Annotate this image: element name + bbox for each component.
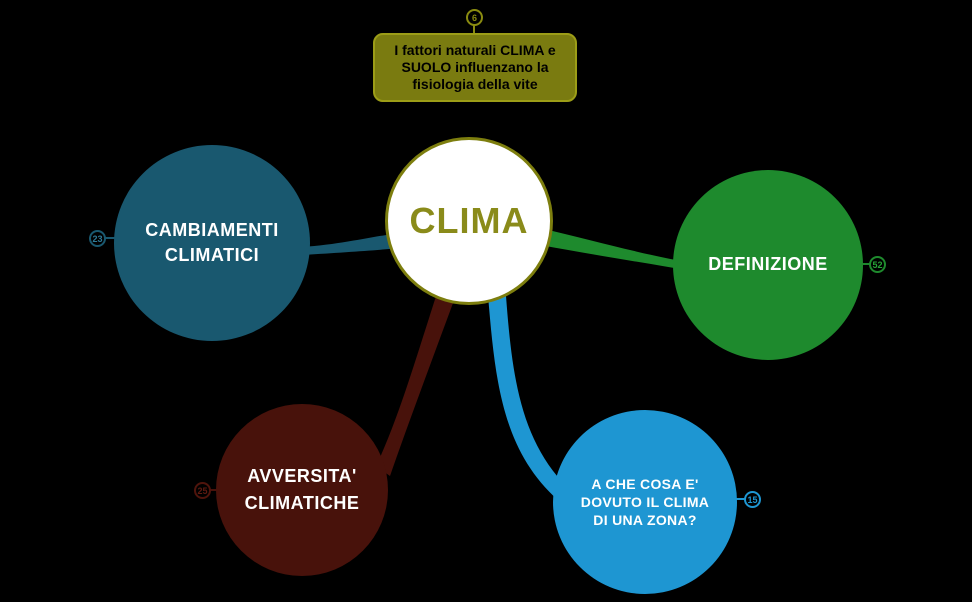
annotation-note-line2: SUOLO influenzano la: [401, 59, 549, 75]
node-avversita-climatiche[interactable]: AVVERSITA' CLIMATICHE: [216, 404, 388, 576]
node-definizione[interactable]: DEFINIZIONE: [673, 170, 863, 360]
annotation-note[interactable]: I fattori naturali CLIMA e SUOLO influen…: [373, 33, 577, 102]
badge-causa-zona-count[interactable]: 15: [744, 491, 761, 508]
node-clima-label: CLIMA: [409, 200, 529, 241]
badge-avversita-count[interactable]: 25: [194, 482, 211, 499]
badge-definizione-count[interactable]: 52: [869, 256, 886, 273]
connector-cambiamenti-climatici: [295, 233, 400, 256]
node-causa-zona-label-line1: A CHE COSA E': [591, 475, 699, 492]
connector-avversita-climatiche: [376, 290, 456, 476]
node-causa-zona-label-line3: DI UNA ZONA?: [593, 512, 697, 529]
node-definizione-label: DEFINIZIONE: [708, 254, 828, 275]
annotation-note-line3: fisiologia della vite: [412, 76, 538, 92]
node-causa-zona-label-line2: DOVUTO IL CLIMA: [580, 493, 710, 510]
node-cambiamenti-label-line1: CAMBIAMENTI: [145, 219, 279, 240]
node-clima[interactable]: CLIMA: [385, 137, 553, 305]
connector-definizione: [540, 228, 692, 271]
badge-cambiamenti-count[interactable]: 23: [89, 230, 106, 247]
annotation-count-badge[interactable]: 6: [466, 9, 483, 26]
annotation-note-line1: I fattori naturali CLIMA e: [394, 42, 556, 58]
node-a-che-cosa-dovuto[interactable]: A CHE COSA E' DOVUTO IL CLIMA DI UNA ZON…: [553, 410, 737, 594]
node-avversita-label-line2: CLIMATICHE: [244, 493, 360, 513]
node-cambiamenti-label-line2: CLIMATICI: [164, 245, 260, 265]
node-cambiamenti-climatici[interactable]: CAMBIAMENTI CLIMATICI: [114, 145, 310, 341]
connector-a-che-cosa-dovuto: [488, 295, 568, 500]
node-avversita-label-line1: AVVERSITA': [247, 466, 357, 486]
